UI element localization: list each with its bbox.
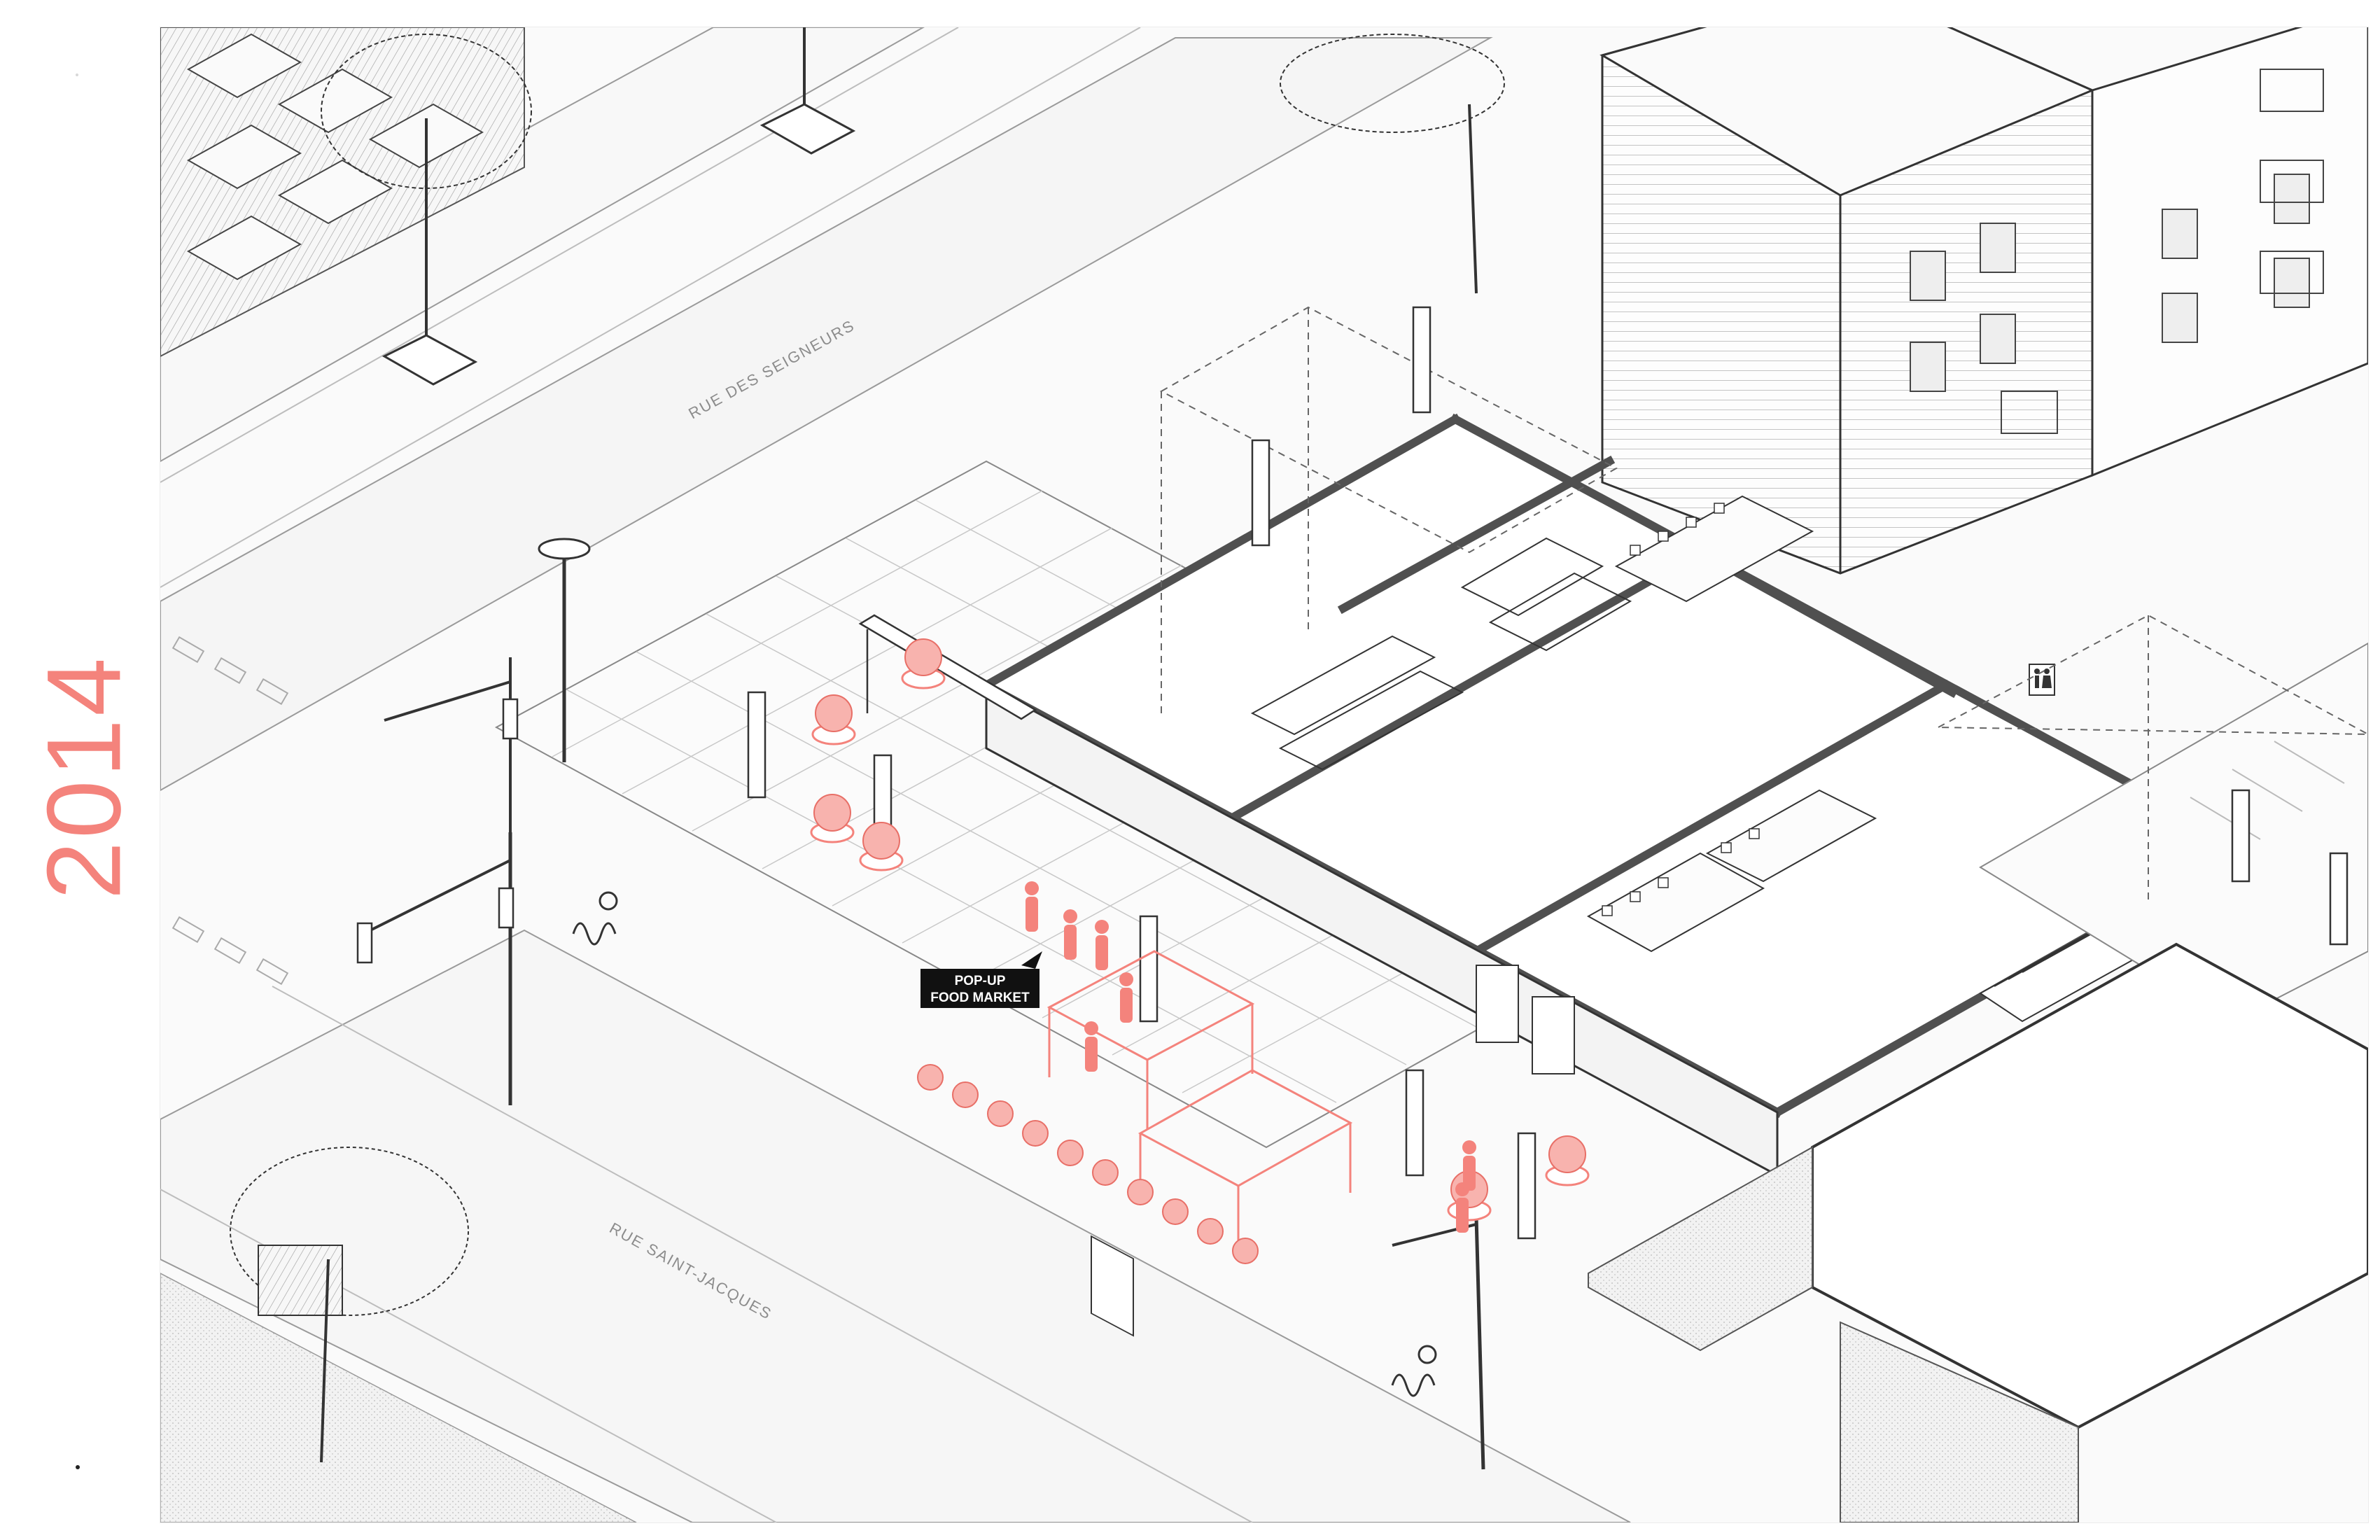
street-tree-upper-1: [321, 34, 532, 386]
apartment-building: [1600, 27, 2368, 575]
street-tree-upper-3: [1280, 34, 1505, 294]
street-tree-lower: [230, 1147, 469, 1463]
crosswalk-left: [172, 636, 289, 986]
year-label: 2014: [25, 609, 143, 945]
dashed-volumes: [1159, 306, 2368, 902]
corner-dot-top: [76, 74, 78, 76]
axonometric-drawing: RUE DES SEIGNEURS RUE SAINT-JACQUES: [160, 27, 2369, 1523]
popup-market: [810, 638, 1590, 1264]
bus-shelter: [858, 614, 1037, 720]
bicycle-icon: [572, 891, 1437, 1397]
year-text: 2014: [24, 654, 143, 899]
upper-street: [160, 27, 1493, 792]
street-lamp-icon: [538, 538, 1485, 1470]
corner-dot-bottom: [76, 1465, 80, 1469]
columns: [747, 306, 2348, 1240]
traffic-light-icon: [356, 657, 519, 1105]
restroom-icon: [2029, 664, 2055, 696]
street-tree-upper-2: [760, 27, 856, 155]
lower-right-building: [1588, 942, 2368, 1522]
callout-line-1: POP-UP: [955, 974, 1006, 988]
axonometric-svg: RUE DES SEIGNEURS RUE SAINT-JACQUES: [160, 27, 2368, 1522]
callout-line-2: FOOD MARKET: [930, 990, 1030, 1005]
popup-market-callout: POP-UP FOOD MARKET: [920, 951, 1042, 1008]
